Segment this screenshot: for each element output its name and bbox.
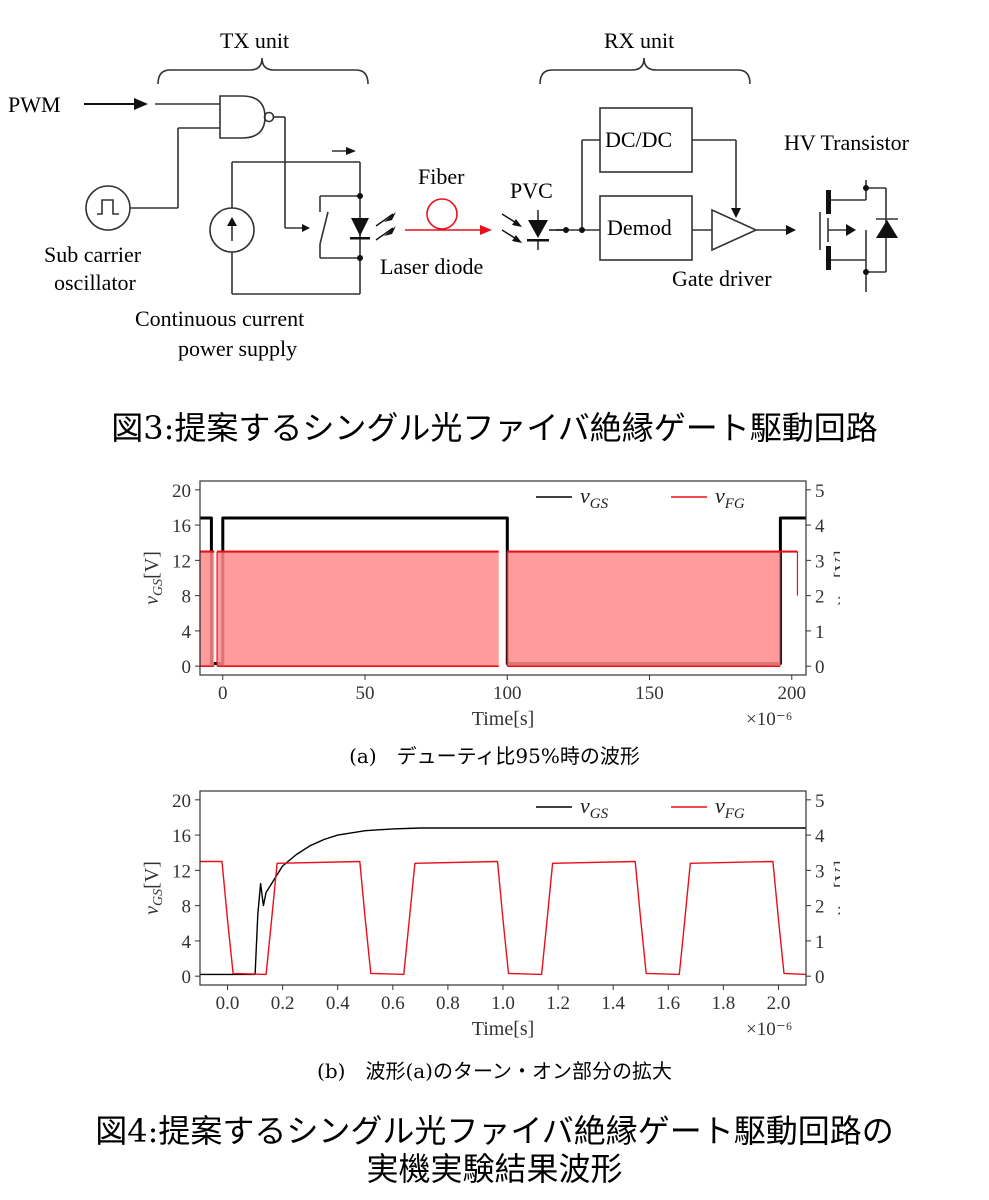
- chart-1-xtick-label-8: 1.6: [656, 993, 680, 1014]
- chart-1-ytick-right-label-3: 3: [815, 861, 825, 882]
- chart-0-ytick-left-label-0: 0: [182, 657, 192, 678]
- svg-text:vGS[V]: vGS[V]: [141, 551, 166, 605]
- chart-0-ytick-right-label-0: 0: [815, 657, 825, 678]
- chart-1-ylabel-right: vFG[V]: [831, 860, 840, 915]
- chart-1-series-vFG: [200, 860, 807, 976]
- demod-box: [599, 195, 693, 261]
- chart-b-subcaption: (b) 波形(a)のターン・オン部分の拡大: [317, 1059, 672, 1083]
- chart-1-ytick-right-label-4: 4: [815, 826, 825, 847]
- chart-a-subcaption: (a) デューティ比95%時の波形: [349, 744, 640, 768]
- tx-unit-label: TX unit: [220, 28, 290, 53]
- chart-1-xtick-label-10: 2.0: [767, 993, 791, 1014]
- figure3-diagram: [84, 57, 898, 295]
- chart-0-xtick-label-1: 50: [356, 683, 375, 704]
- figure4-caption: 図4:提案するシングル光ファイバ絶縁ゲート駆動回路の 実機実験結果波形: [0, 1112, 989, 1188]
- chart-1-legend: vGS vFG: [536, 793, 745, 822]
- fiber-label: Fiber: [418, 164, 465, 189]
- nand-gate-symbol: [219, 95, 266, 139]
- pvc-label: PVC: [510, 178, 553, 203]
- laser-diode-label: Laser diode: [380, 254, 484, 279]
- chart-0-ytick-right-label-2: 2: [815, 587, 825, 608]
- chart-1-x-multiplier: ×10⁻⁶: [746, 1019, 792, 1040]
- chart-1-ytick-left-label-5: 20: [172, 791, 191, 812]
- rx-unit-label: RX unit: [604, 28, 675, 53]
- demod-label: Demod: [607, 215, 672, 240]
- svg-text:vFG[V]: vFG[V]: [831, 550, 840, 605]
- chart-1-legend-label-vFG: vFG: [715, 793, 745, 822]
- figure3-caption: 図3:提案するシングル光ファイバ絶縁ゲート駆動回路: [111, 409, 878, 447]
- chart-1-ytick-left-label-0: 0: [182, 967, 192, 988]
- chart-0-ylabel-right: vFG[V]: [831, 550, 840, 605]
- chart-1-xtick-label-7: 1.4: [601, 993, 625, 1014]
- rx-unit-brace: [539, 57, 751, 85]
- chart-1-frame: [199, 790, 807, 986]
- svg-text:vFG[V]: vFG[V]: [831, 860, 840, 915]
- cc-supply-label-line1: Continuous current: [135, 306, 305, 331]
- chart-0-ytick-left-label-5: 20: [172, 481, 191, 502]
- chart-0-vfg-fill-0: [200, 551, 215, 667]
- chart-0-ytick-right-label-1: 1: [815, 622, 825, 643]
- chart-1-xtick-label-2: 0.4: [326, 993, 350, 1014]
- chart-1-xtick-label-0: 0.0: [216, 993, 240, 1014]
- chart-1-ytick-right-label-2: 2: [815, 897, 825, 918]
- switch-blade: [319, 211, 329, 245]
- chart-1-ytick-left-label-1: 4: [182, 932, 192, 953]
- chart-1-ytick-left-label-3: 12: [172, 861, 191, 882]
- chart-1-legend-label-vGS: vGS: [580, 793, 609, 822]
- chart-0-legend-label-vFG: vFG: [715, 483, 745, 512]
- chart-0-xtick-label-2: 100: [493, 683, 521, 704]
- chart-1-ytick-right-label-0: 0: [815, 967, 825, 988]
- figure4-caption-line2: 実機実験結果波形: [366, 1150, 623, 1188]
- fiber-loop-icon: [426, 198, 458, 230]
- chart-1-xtick-label-3: 0.6: [381, 993, 405, 1014]
- hv-diode-symbol: [876, 220, 898, 238]
- laser-diode-symbol: [351, 218, 369, 236]
- chart-0-vfg-fill-2: [507, 551, 781, 667]
- chart-0-legend: vGS vFG: [536, 483, 745, 512]
- chart-0-x-multiplier: ×10⁻⁶: [746, 709, 792, 730]
- chart-1-ytick-left-label-2: 8: [182, 897, 192, 918]
- tx-unit-brace: [157, 57, 369, 85]
- chart-1-xtick-label-4: 0.8: [436, 993, 460, 1014]
- chart-0-xtick-label-3: 150: [635, 683, 664, 704]
- oscillator-symbol: [85, 185, 131, 231]
- gate-driver-label: Gate driver: [672, 266, 772, 291]
- chart-0-ytick-right-label-5: 5: [815, 481, 825, 502]
- chart-1-xtick-label-1: 0.2: [271, 993, 295, 1014]
- chart-1-xtick-label-9: 1.8: [711, 993, 735, 1014]
- chart-1-ytick-left-label-4: 16: [172, 826, 191, 847]
- chart-0-ytick-right-label-4: 4: [815, 516, 825, 537]
- chart-1-xlabel: Time[s]: [472, 1018, 535, 1040]
- hv-transistor-label: HV Transistor: [784, 130, 909, 155]
- svg-text:vGS[V]: vGS[V]: [141, 861, 166, 915]
- chart-1-ytick-right-label-5: 5: [815, 791, 825, 812]
- chart-0-xtick-label-4: 200: [778, 683, 807, 704]
- figure4-caption-line1: 図4:提案するシングル光ファイバ絶縁ゲート駆動回路の: [95, 1112, 894, 1150]
- oscillator-label: oscillator: [54, 270, 136, 295]
- chart-1-xtick-label-6: 1.2: [546, 993, 570, 1014]
- gate-driver-symbol: [711, 208, 758, 252]
- chart-0-xlabel: Time[s]: [472, 708, 535, 730]
- chart-1-xtick-label-5: 1.0: [491, 993, 515, 1014]
- chart-0-vfg-fill-1: [217, 551, 499, 667]
- chart-0-frame: [199, 480, 807, 676]
- chart-0-ytick-left-label-1: 4: [182, 622, 192, 643]
- cc-supply-label-line2: power supply: [178, 336, 298, 361]
- chart-0-ytick-left-label-2: 8: [182, 587, 192, 608]
- dcdc-label: DC/DC: [605, 127, 673, 152]
- chart-1-ytick-right-label-1: 1: [815, 932, 825, 953]
- chart-1-ylabel-left: vGS[V]: [141, 861, 166, 915]
- chart-0-legend-label-vGS: vGS: [580, 483, 609, 512]
- chart-0-ylabel-left: vGS[V]: [141, 551, 166, 605]
- chart-0-ytick-right-label-3: 3: [815, 551, 825, 572]
- sub-carrier-label: Sub carrier: [44, 242, 142, 267]
- chart-0-ytick-left-label-4: 16: [172, 516, 191, 537]
- pvc-symbol: [528, 220, 548, 238]
- chart-0-xtick-label-0: 0: [218, 683, 228, 704]
- chart-0-ytick-left-label-3: 12: [172, 551, 191, 572]
- chart-1-series-vGS: [200, 827, 806, 976]
- pwm-label: PWM: [8, 92, 61, 117]
